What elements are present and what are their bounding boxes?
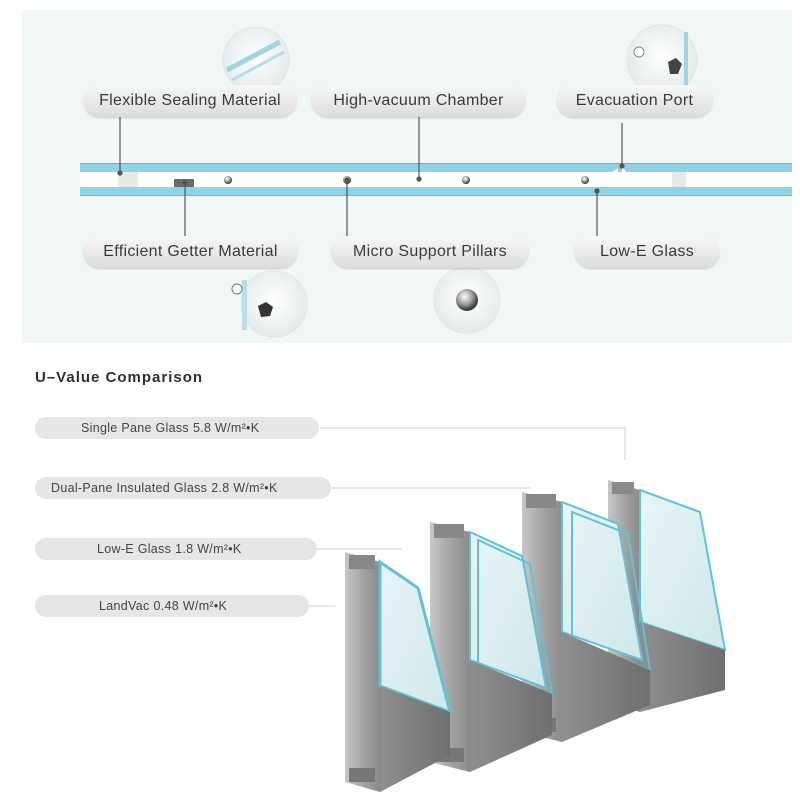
low-e-window (430, 522, 554, 772)
comparison-name: Dual-Pane Insulated Glass (51, 481, 208, 495)
landvac-window (345, 552, 453, 792)
diagram-drawing (80, 24, 792, 338)
vacuum-glass-diagram: Flexible Sealing Material High-vacuum Ch… (22, 10, 792, 343)
glass-panes (80, 163, 792, 196)
comparison-name: LandVac (99, 599, 150, 613)
comparison-value: 5.8 W/m²•K (192, 421, 260, 435)
label-low-e-glass: Low-E Glass (575, 236, 719, 268)
comparison-value: 2.8 W/m²•K (211, 481, 278, 495)
label-flexible-sealing: Flexible Sealing Material (84, 85, 296, 117)
comparison-value: 1.8 W/m²•K (175, 542, 242, 556)
connector-lines (309, 427, 626, 607)
comparison-name: Single Pane Glass (81, 421, 189, 435)
leader-lines (117, 117, 625, 242)
label-high-vacuum-chamber: High-vacuum Chamber (312, 85, 525, 117)
comparison-value: 0.48 W/m²•K (153, 599, 228, 613)
comparison-name: Low-E Glass (97, 542, 172, 556)
support-pillars (224, 176, 589, 184)
port-zoom-circle (626, 24, 698, 96)
label-micro-support-pillars: Micro Support Pillars (332, 236, 528, 268)
label-efficient-getter: Efficient Getter Material (84, 236, 297, 268)
pillar-zoom-circle (433, 266, 501, 334)
getter-zoom-circle (231, 270, 308, 338)
comparison-title: U–Value Comparison (35, 369, 204, 386)
sealing-zoom-circle (222, 26, 290, 94)
label-evacuation-port: Evacuation Port (557, 85, 712, 117)
